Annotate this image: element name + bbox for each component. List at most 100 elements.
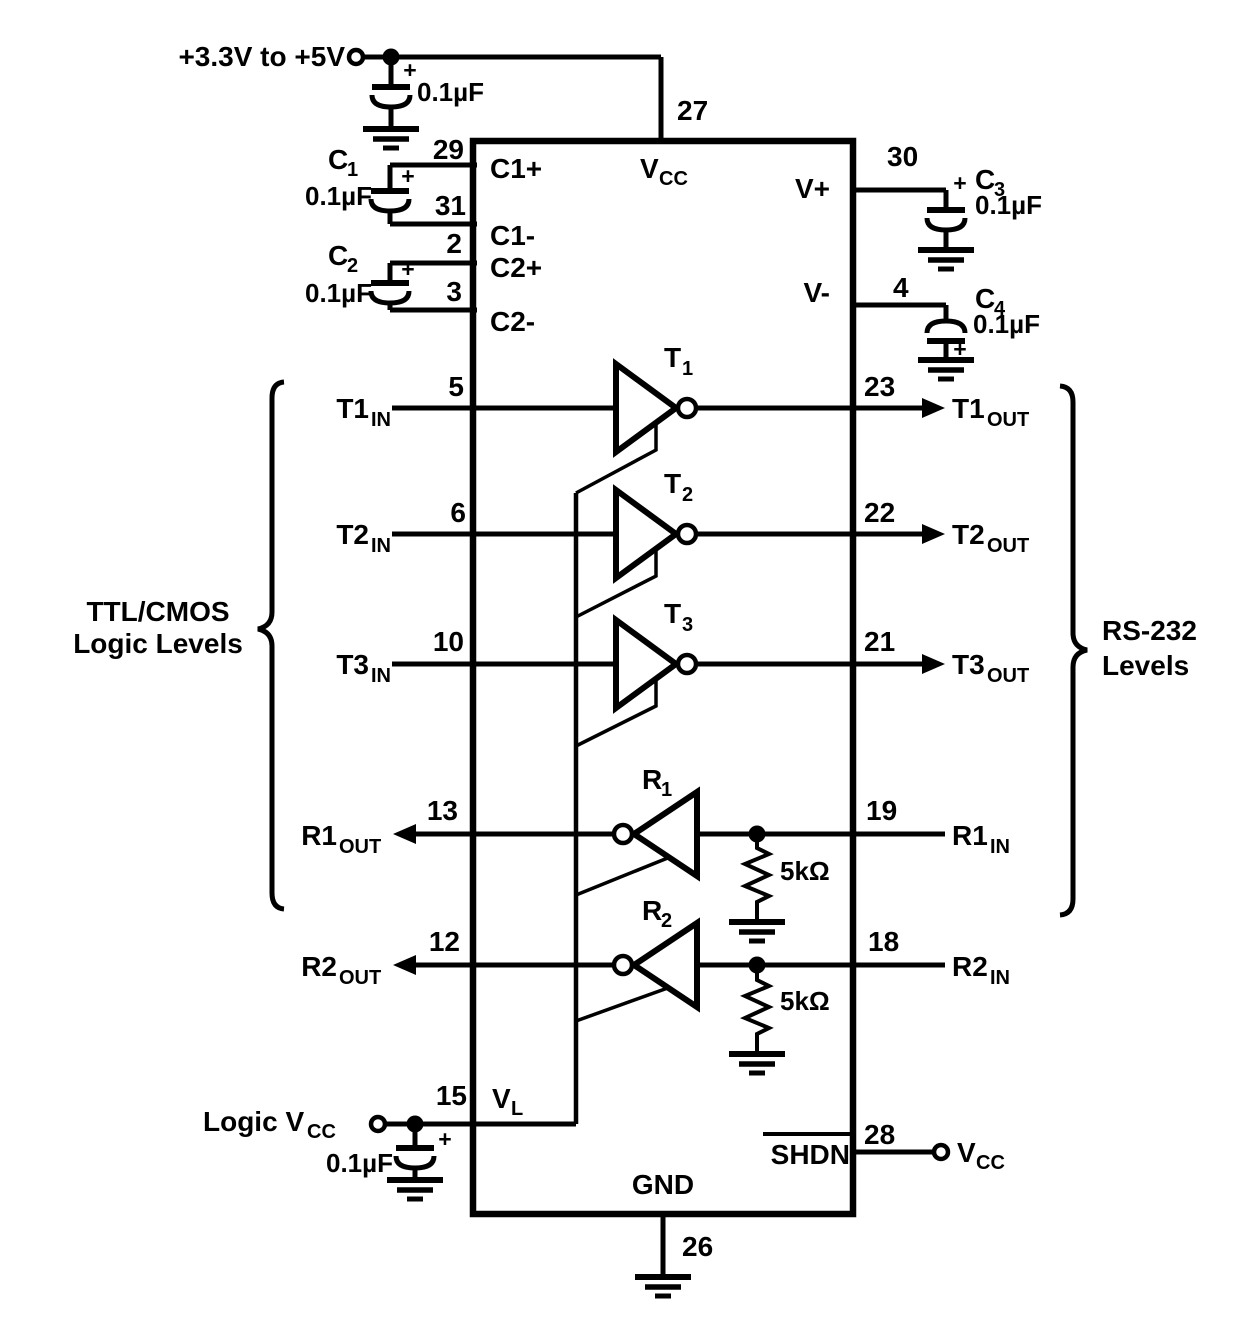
c1-charge-pump: C 1 0.1µF + 29 31 C1+ C1- [305, 134, 542, 251]
pin-number-2: 2 [446, 228, 462, 259]
pin-number-13: 13 [427, 795, 458, 826]
ic-c2plus-label: C2+ [490, 252, 542, 283]
supply-terminal [346, 47, 366, 67]
r1-in-label-sub: IN [990, 836, 1010, 858]
pin-number-18: 18 [868, 926, 899, 957]
t1-out-arrowhead [922, 398, 945, 418]
ic-vl-label: V [492, 1083, 511, 1114]
t1-buffer-symbol [613, 358, 682, 458]
left-side-label-line2: Logic Levels [73, 628, 243, 659]
t1-name: T [664, 342, 681, 373]
junction-dot [748, 956, 766, 974]
pin-number-15: 15 [436, 1080, 467, 1111]
vminus-net: 4 V- + C 4 0.1µF [804, 272, 1040, 379]
t1-in-label: T1 [336, 393, 369, 424]
power-input-net: +3.3V to +5V + 0.1µF 27 V CC [178, 41, 708, 190]
right-brace [1059, 383, 1088, 918]
shdn-net: SHDN 28 V CC [763, 1119, 1005, 1174]
pin-number-31: 31 [435, 190, 466, 221]
c3-name: C [975, 164, 995, 195]
r2-inverter-bubble [611, 953, 635, 977]
r1-name-sub: 1 [661, 779, 672, 801]
t2-buffer-symbol [613, 484, 682, 584]
resistor-r1-5k [740, 842, 774, 920]
transmitter-t1: T 1 5 23 T1 IN T1 OUT [336, 342, 1029, 458]
capacitor-vl [396, 1148, 434, 1168]
r2-out-label-sub: OUT [339, 967, 381, 989]
pin-number-4: 4 [893, 272, 909, 303]
ground-symbol [918, 360, 974, 379]
cap-value-label: 0.1µF [417, 77, 484, 107]
t2-name: T [664, 468, 681, 499]
c1-value: 0.1µF [305, 181, 372, 211]
r1-resistor-value: 5kΩ [780, 856, 830, 886]
r1-out-arrowhead [393, 824, 416, 844]
capacitor-c3 [927, 210, 965, 230]
c2-name: C [328, 240, 348, 271]
t3-out-label-sub: OUT [987, 665, 1029, 687]
ic-c2minus-label: C2- [490, 306, 535, 337]
pin-number-28: 28 [864, 1119, 895, 1150]
t2-inverter-bubble [675, 522, 699, 546]
ic-vl-label-sub: L [511, 1098, 523, 1120]
ground-symbol [635, 1277, 691, 1296]
ground-symbol [918, 250, 974, 269]
logic-vcc-label-sub: CC [307, 1121, 336, 1143]
ic-vcc-label-sub: CC [659, 168, 688, 190]
ic-vplus-label: V+ [795, 173, 830, 204]
r2-in-label-sub: IN [990, 967, 1010, 989]
t1-name-sub: 1 [682, 358, 693, 380]
r2-buffer-symbol [628, 917, 700, 1013]
ic-c1minus-label: C1- [490, 220, 535, 251]
pin-number-5: 5 [448, 371, 464, 402]
t3-out-arrowhead [922, 654, 945, 674]
t3-in-label: T3 [336, 649, 369, 680]
t2-out-label-sub: OUT [987, 535, 1029, 557]
ic-shdn-label: SHDN [771, 1139, 850, 1170]
r1-out-label-sub: OUT [339, 836, 381, 858]
t2-in-label-sub: IN [371, 535, 391, 557]
r2-name: R [642, 895, 662, 926]
t1-inverter-bubble [675, 396, 699, 420]
logic-vcc-terminal [368, 1114, 388, 1134]
transmitter-t2: T 2 6 22 T2 IN T2 OUT [336, 468, 1029, 584]
ground-symbol [729, 922, 785, 941]
r2-in-label: R2 [952, 951, 988, 982]
shdn-vcc-label-sub: CC [976, 1152, 1005, 1174]
c1-name: C [328, 144, 348, 175]
t2-in-label: T2 [336, 519, 369, 550]
cap-polarity-plus: + [403, 57, 416, 83]
pin-number-22: 22 [864, 497, 895, 528]
pin-number-26: 26 [682, 1231, 713, 1262]
pin-number-3: 3 [446, 276, 462, 307]
c4-name: C [975, 283, 995, 314]
r1-out-label: R1 [301, 820, 337, 851]
r2-out-arrowhead [393, 955, 416, 975]
t3-inverter-bubble [675, 652, 699, 676]
vlcap-polarity-plus: + [438, 1126, 451, 1152]
ic-vminus-label: V- [804, 277, 830, 308]
receiver-r2: 5kΩ R 2 12 18 R2 OUT R2 IN [301, 895, 1010, 1073]
capacitor-bypass-top [372, 87, 410, 107]
gnd-net: GND 26 [632, 1169, 713, 1296]
r2-out-label: R2 [301, 951, 337, 982]
right-side-label-line1: RS-232 [1102, 615, 1197, 646]
pin-number-27: 27 [677, 95, 708, 126]
t3-in-label-sub: IN [371, 665, 391, 687]
capacitor-c2 [371, 283, 409, 303]
t1-out-label-sub: OUT [987, 409, 1029, 431]
supply-range-label: +3.3V to +5V [178, 41, 345, 72]
receiver-r1: 5kΩ R 1 13 19 R1 OUT R1 IN [301, 764, 1010, 941]
resistor-r2-5k [740, 973, 774, 1052]
ground-symbol [387, 1180, 443, 1199]
t2-out-arrowhead [922, 524, 945, 544]
left-brace [257, 379, 285, 912]
r1-name: R [642, 764, 662, 795]
c1-name-sub: 1 [347, 159, 358, 181]
t3-buffer-symbol [613, 614, 682, 714]
ic-gnd-label: GND [632, 1169, 694, 1200]
right-side-label-line2: Levels [1102, 650, 1189, 681]
c3-polarity-plus: + [953, 170, 966, 196]
t1-out-label: T1 [952, 393, 985, 424]
